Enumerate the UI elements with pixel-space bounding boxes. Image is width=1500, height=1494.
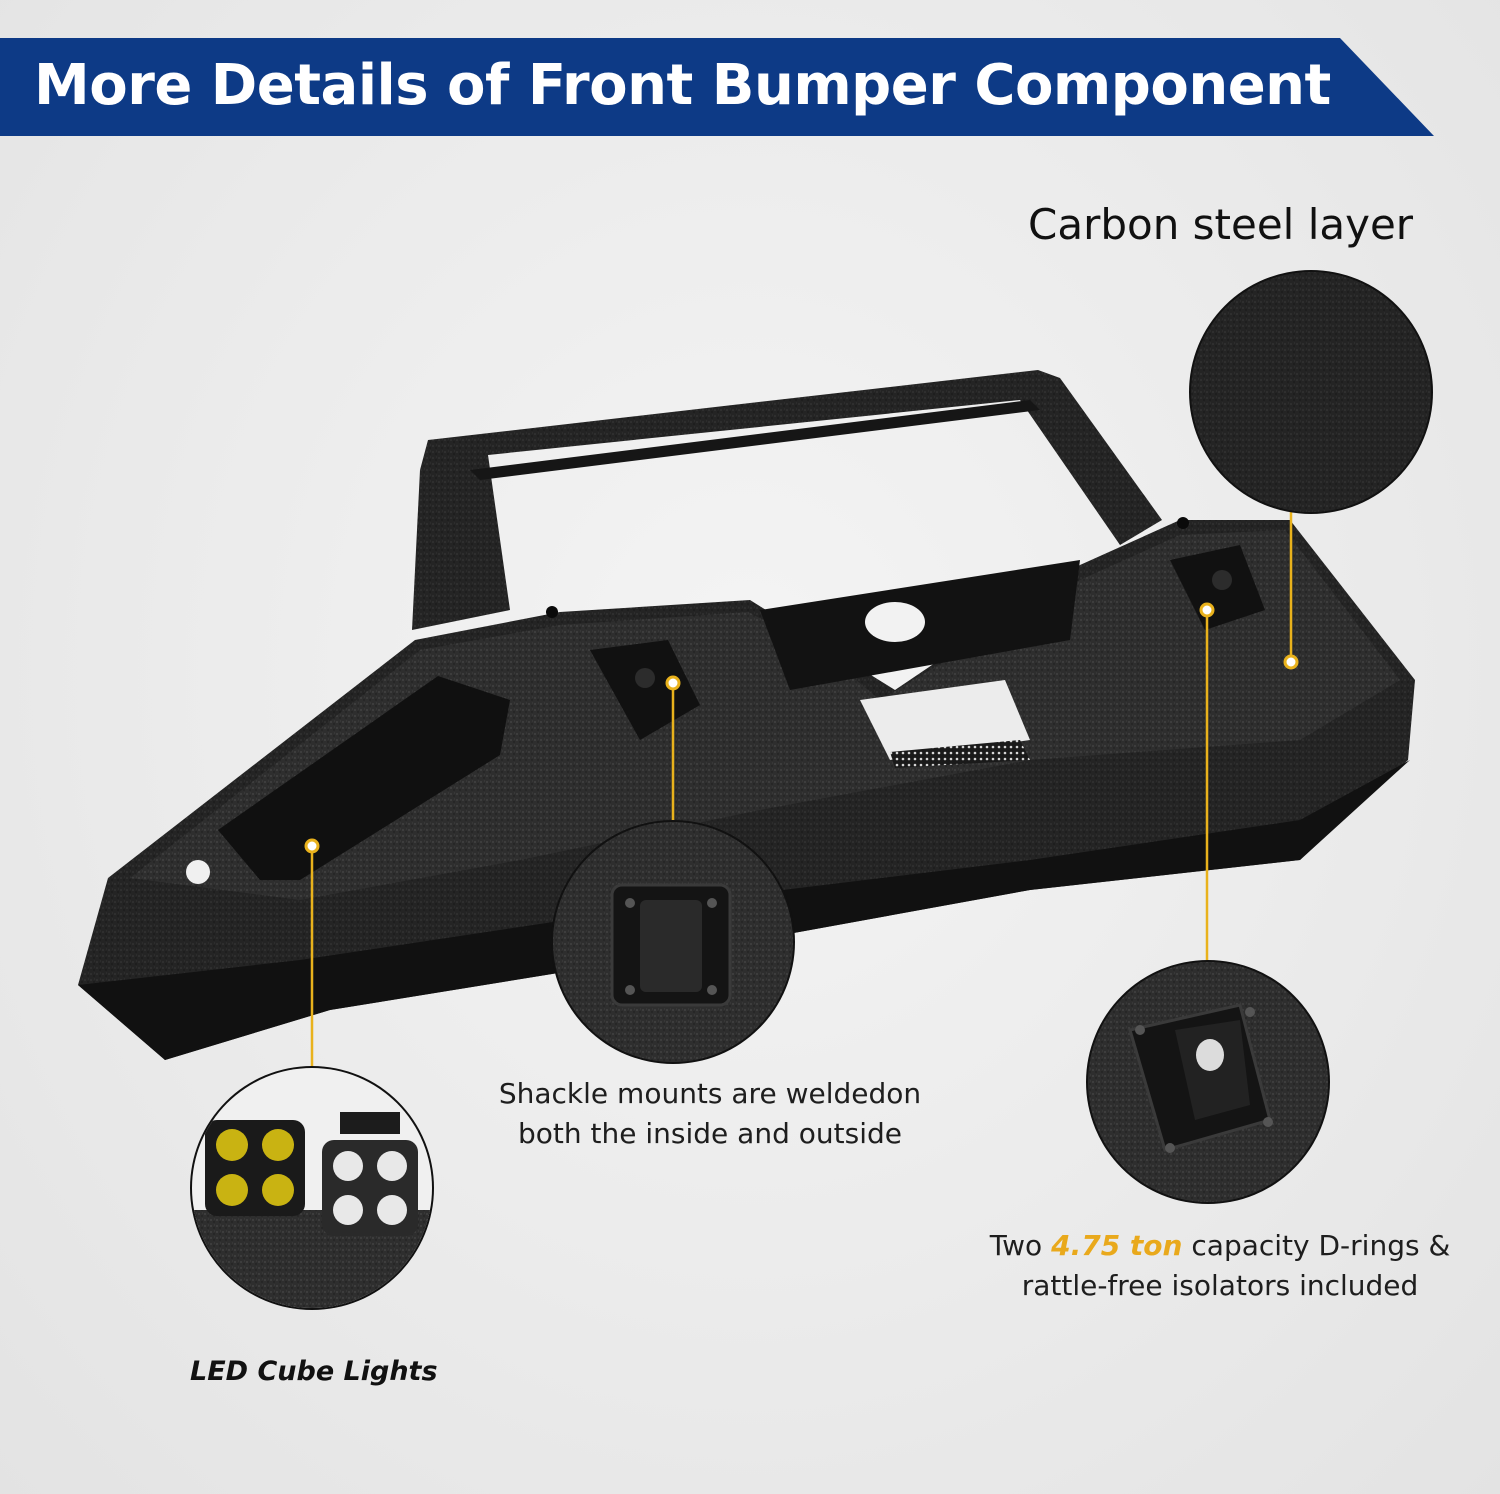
banner-shape [0, 38, 1434, 136]
shackle-mount-label: Shackle mounts are weldedon both the ins… [440, 1074, 980, 1154]
led-cube-lights-label: LED Cube Lights [190, 1356, 438, 1387]
d-rings-capacity-highlight: 4.75 ton [1051, 1229, 1183, 1262]
d-rings-prefix: Two [989, 1229, 1052, 1262]
page-title: More Details of Front Bumper Component [34, 53, 1331, 118]
callout-dots [304, 602, 1299, 854]
title-banner: More Details of Front Bumper Component [0, 38, 1500, 138]
led-cube-lights-detail-circle [190, 1066, 434, 1310]
leader-lines [310, 512, 1293, 1068]
d-rings-suffix: capacity D-rings & [1182, 1229, 1451, 1262]
d-rings-label-line2: rattle-free isolators included [1021, 1269, 1419, 1302]
shackle-mount-detail-circle [551, 820, 795, 1064]
d-rings-label: Two 4.75 ton capacity D-rings & rattle-f… [960, 1226, 1480, 1306]
shackle-label-line1: Shackle mounts are weldedon [498, 1077, 922, 1110]
d-ring-detail-circle [1086, 960, 1330, 1204]
carbon-steel-detail-circle [1189, 270, 1433, 514]
d-rings-label-line1: Two 4.75 ton capacity D-rings & [960, 1226, 1480, 1266]
shackle-label-line2: both the inside and outside [518, 1117, 902, 1150]
carbon-steel-label: Carbon steel layer [1028, 200, 1414, 249]
bumper-hoop [412, 370, 1162, 630]
